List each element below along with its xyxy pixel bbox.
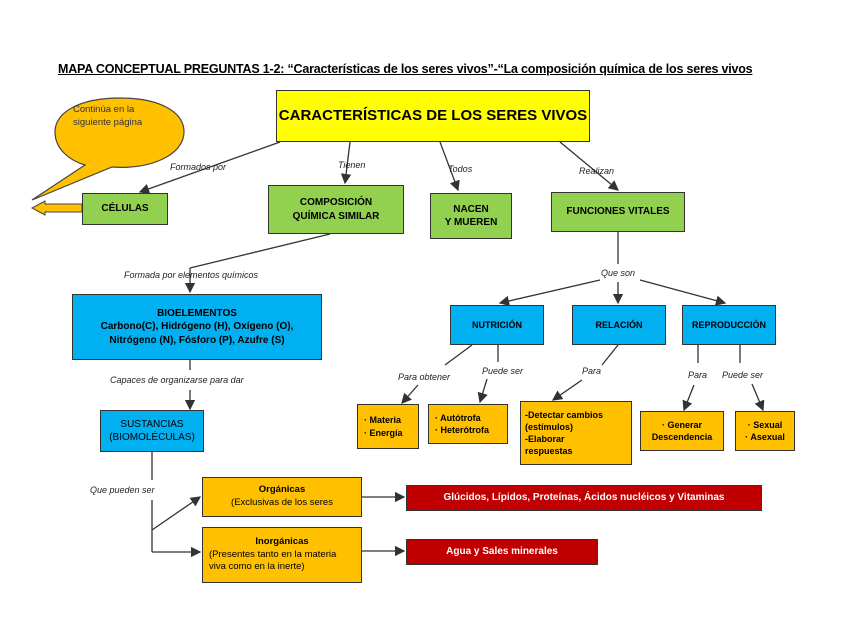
materia-energia-box: · Materia · Energía [357, 404, 419, 449]
page-title: MAPA CONCEPTUAL PREGUNTAS 1-2: “Caracter… [58, 62, 753, 76]
celulas-left-arrow [30, 200, 83, 216]
sexual-label: · Sexual [747, 419, 783, 430]
heterotrofa-label: · Heterótrofa [435, 425, 490, 435]
generar-line-2: Descendencia [651, 432, 713, 442]
materia-label: · Materia [364, 415, 402, 426]
speech-bubble-shape [31, 97, 185, 201]
reproduccion-box: REPRODUCCIÓN [682, 305, 776, 345]
autotrofa-box: · Autótrofa · Heterótrofa [428, 404, 508, 444]
label-capaces: Capaces de organizarse para dar [110, 375, 244, 385]
reproduccion-label: REPRODUCCIÓN [691, 319, 766, 330]
detectar-line-1: -Detectar cambios [525, 409, 604, 420]
energia-label: · Energía [364, 427, 403, 438]
nutricion-box: NUTRICIÓN [450, 305, 544, 345]
relacion-label: RELACIÓN [595, 319, 643, 330]
inorganicas-result-box: Agua y Sales minerales [406, 539, 598, 565]
inorganicas-box: Inorgánicas (Presentes tanto en la mater… [202, 527, 362, 583]
label-puede-ser-2: Puede ser [722, 370, 764, 380]
label-para-2: Para [688, 370, 708, 380]
asexual-label: · Asexual [745, 432, 785, 442]
funciones-label: FUNCIONES VITALES [566, 206, 670, 218]
organicas-result-label: Glúcidos, Lípidos, Proteínas, Ácidos nuc… [443, 492, 725, 504]
inorganicas-desc-1: (Presentes tanto en la materia [209, 548, 337, 560]
composicion-label-2: QUÍMICA SIMILAR [292, 210, 380, 222]
organicas-box: Orgánicas (Exclusivas de los seres [202, 477, 362, 517]
inorganicas-result-label: Agua y Sales minerales [446, 546, 558, 558]
organicas-desc: (Exclusivas de los seres [231, 497, 333, 508]
bubble-line-2: siguiente página [73, 116, 143, 128]
relacion-box: RELACIÓN [572, 305, 666, 345]
sustancias-line-1: SUSTANCIAS [120, 418, 184, 430]
sustancias-line-2: (BIOMOLÉCULAS) [109, 432, 195, 443]
bubble-line-1: Continúa en la [73, 104, 135, 115]
label-formada-por: Formada por elementos químicos [124, 270, 259, 280]
label-que-pueden-ser: Que pueden ser [90, 485, 155, 495]
nacen-label-1: NACEN [453, 203, 489, 215]
sustancias-box: SUSTANCIAS (BIOMOLÉCULAS) [100, 410, 204, 452]
bioelementos-line-2: Nitrógeno (N), Fósforo (P), Azufre (S) [109, 334, 285, 346]
bioelementos-line-1: Carbono(C), Hidrógeno (H), Oxígeno (O), [100, 321, 294, 333]
bioelementos-title: BIOELEMENTOS [157, 307, 237, 319]
composicion-box: COMPOSICIÓN QUÍMICA SIMILAR [268, 185, 404, 234]
label-tienen: Tienen [338, 160, 366, 170]
label-todos: Todos [448, 164, 473, 174]
label-para-obtener: Para obtener [398, 372, 451, 382]
inorganicas-desc-2: viva como en la inerte) [209, 561, 305, 573]
elaborar-line-1: -Elaborar [525, 434, 565, 444]
label-que-son: Que son [601, 268, 636, 278]
label-para-1: Para [582, 366, 602, 376]
label-realizan: Realizan [579, 166, 615, 176]
nutricion-label: NUTRICIÓN [472, 319, 522, 330]
elaborar-line-2: respuestas [525, 446, 573, 457]
celulas-label: CÉLULAS [101, 203, 149, 215]
generar-line-1: · Generar [661, 419, 703, 430]
organicas-result-box: Glúcidos, Lípidos, Proteínas, Ácidos nuc… [406, 485, 762, 511]
autotrofa-label: · Autótrofa [435, 412, 481, 423]
inorganicas-title: Inorgánicas [255, 535, 309, 547]
bubble-note: Continúa en la siguiente página [73, 104, 163, 130]
main-concept-label: CARACTERÍSTICAS DE LOS SERES VIVOS [278, 106, 588, 124]
organicas-title: Orgánicas [258, 484, 306, 496]
nacen-label-2: Y MUEREN [444, 217, 498, 228]
celulas-box: CÉLULAS [82, 193, 168, 225]
composicion-label-1: COMPOSICIÓN [299, 197, 373, 208]
funciones-box: FUNCIONES VITALES [551, 192, 685, 232]
label-puede-ser-1: Puede ser [482, 366, 524, 376]
relacion-leaf-box: -Detectar cambios (estímulos) -Elaborar … [520, 401, 632, 465]
detectar-line-2: (estímulos) [525, 421, 574, 432]
nacen-box: NACEN Y MUEREN [430, 193, 512, 239]
bioelementos-box: BIOELEMENTOS Carbono(C), Hidrógeno (H), … [72, 294, 322, 360]
sexual-box: · Sexual · Asexual [735, 411, 795, 451]
label-formados-por: Formados por [170, 162, 227, 172]
generar-box: · Generar Descendencia [640, 411, 724, 451]
main-concept-box: CARACTERÍSTICAS DE LOS SERES VIVOS [276, 90, 590, 142]
